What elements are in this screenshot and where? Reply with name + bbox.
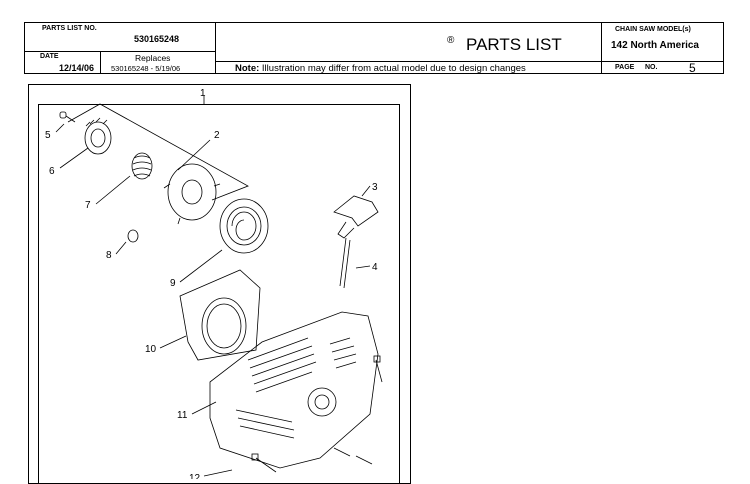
callout-5: 5 xyxy=(45,130,51,141)
spring-part xyxy=(131,152,153,180)
callout-12: 12 xyxy=(189,473,201,479)
registered-mark: ® xyxy=(447,35,455,46)
callout-6: 6 xyxy=(49,166,55,177)
callout-9: 9 xyxy=(170,278,176,289)
starter-housing-part xyxy=(209,311,379,469)
callout-2: 2 xyxy=(214,130,220,141)
callout-1: 1 xyxy=(200,88,206,99)
date-value: 12/14/06 xyxy=(59,63,95,73)
parts-list-no-label: PARTS LIST NO. xyxy=(42,25,97,32)
callout-11: 11 xyxy=(177,410,188,421)
screw-part xyxy=(59,111,67,119)
note-bold: Note: xyxy=(235,63,260,74)
callout-10: 10 xyxy=(145,344,157,355)
starter-pulley-part xyxy=(167,163,217,221)
page-title: PARTS LIST xyxy=(466,35,562,54)
callout-8: 8 xyxy=(106,250,112,261)
callout-3: 3 xyxy=(372,182,378,193)
note-text: Illustration may differ from actual mode… xyxy=(259,63,526,74)
recoil-spring-part xyxy=(219,198,269,254)
date-label: DATE xyxy=(40,53,59,60)
page-label: PAGE xyxy=(615,64,635,71)
parts-list-no: 530165248 xyxy=(134,34,180,44)
page-number: 5 xyxy=(689,61,696,75)
callout-7: 7 xyxy=(85,200,91,211)
pulley-part xyxy=(84,121,112,155)
recoil-cover-part xyxy=(179,269,261,361)
callout-4: 4 xyxy=(372,262,378,273)
model-label: CHAIN SAW MODEL(s) xyxy=(615,26,691,33)
note: Note: Illustration may differ from actua… xyxy=(235,63,526,74)
page-no-label: NO. xyxy=(645,64,658,71)
header-table: PARTS LIST NO. 530165248 DATE 12/14/06 R… xyxy=(24,22,724,75)
screws-part xyxy=(255,359,383,473)
starter-handle-part xyxy=(333,195,379,227)
replaces-value: 530165248 - 5/19/06 xyxy=(111,64,181,73)
starter-rope-part xyxy=(339,237,351,289)
washer-part xyxy=(127,229,139,243)
model-value: 142 North America xyxy=(611,40,699,51)
replaces-label: Replaces xyxy=(135,53,171,63)
